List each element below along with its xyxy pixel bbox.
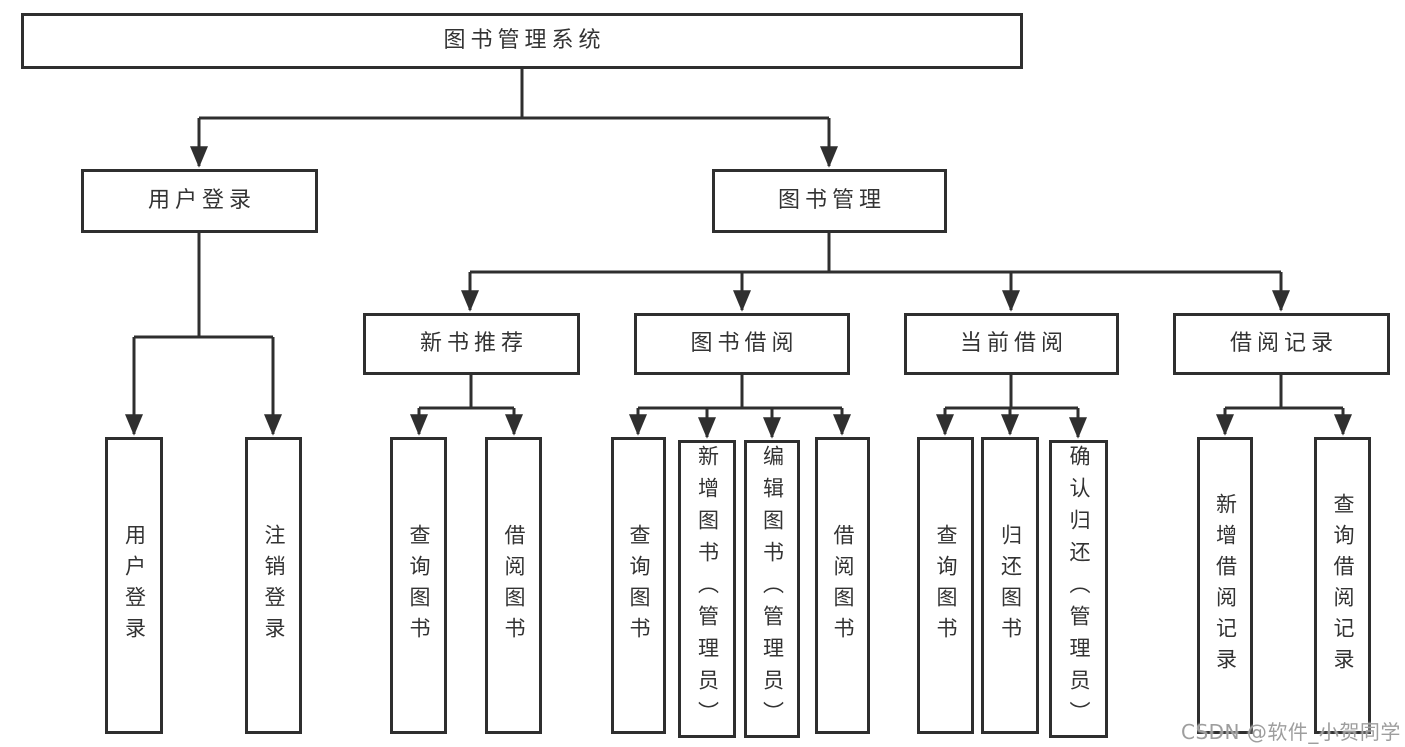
csdn-watermark: CSDN @软件_小贺同学 <box>1181 720 1401 744</box>
leaf-confirm-return-admin: 确认归还（管理员） <box>1049 440 1108 738</box>
node-current-borrowing: 当前借阅 <box>904 313 1119 375</box>
leaf-logout: 注销登录 <box>245 437 302 734</box>
node-user-login: 用户登录 <box>81 169 318 233</box>
leaf-query-books-1: 查询图书 <box>390 437 447 734</box>
leaf-query-books-3: 查询图书 <box>917 437 974 734</box>
leaf-query-books-2: 查询图书 <box>611 437 666 734</box>
node-new-book-recommendation: 新书推荐 <box>363 313 580 375</box>
leaf-add-borrow-record: 新增借阅记录 <box>1197 437 1253 734</box>
node-borrowing-records: 借阅记录 <box>1173 313 1390 375</box>
leaf-return-book: 归还图书 <box>981 437 1039 734</box>
node-book-borrowing: 图书借阅 <box>634 313 850 375</box>
node-book-management: 图书管理 <box>712 169 947 233</box>
leaf-borrow-books-2: 借阅图书 <box>815 437 870 734</box>
leaf-edit-book-admin: 编辑图书（管理员） <box>744 440 800 738</box>
leaf-add-book-admin: 新增图书（管理员） <box>678 440 736 738</box>
leaf-query-borrow-record: 查询借阅记录 <box>1314 437 1371 734</box>
node-root-library-system: 图书管理系统 <box>21 13 1023 69</box>
leaf-user-login: 用户登录 <box>105 437 163 734</box>
leaf-borrow-books-1: 借阅图书 <box>485 437 542 734</box>
